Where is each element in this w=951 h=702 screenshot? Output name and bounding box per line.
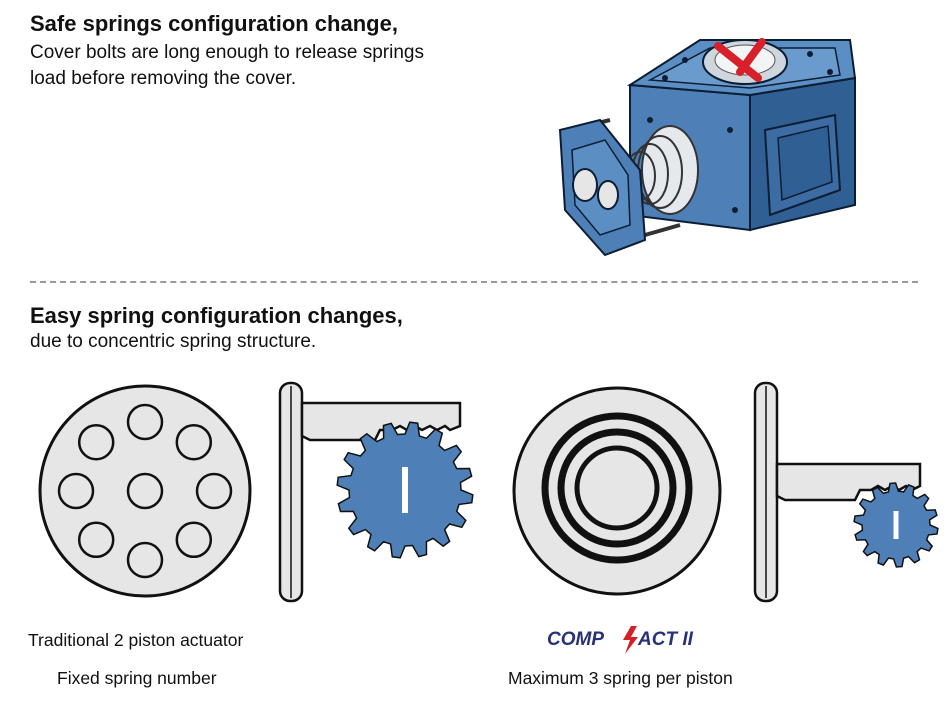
compact-ii-logo: COMP ACT II (547, 626, 694, 654)
gear-slot (893, 511, 899, 539)
spring-inner (574, 445, 660, 531)
logo-text-1: COMP (547, 629, 604, 650)
spring-middle (557, 428, 677, 548)
spring-group (57, 403, 233, 579)
spring-4 (195, 472, 233, 510)
spring-6 (126, 541, 164, 579)
traditional-rack-pinion (278, 381, 474, 603)
spring-3 (175, 423, 213, 461)
section2-line1: due to concentric spring structure. (30, 331, 317, 352)
spring-7 (77, 521, 115, 559)
traditional-piston-face (38, 384, 252, 598)
gear-slot (402, 467, 408, 513)
fixed-spring-caption: Fixed spring number (57, 668, 217, 688)
actuator-illustration (558, 38, 857, 257)
indicator-arm-1 (714, 42, 762, 82)
section1-line1: Cover bolts are long enough to release s… (30, 42, 424, 63)
pinion-gear (336, 421, 474, 559)
rack (775, 462, 922, 502)
lightning-bolt-icon (623, 626, 638, 654)
logo-text-2: ACT II (637, 629, 694, 650)
compact-piston-face (512, 386, 722, 596)
pinion-gear (853, 482, 939, 568)
section2-title: Easy spring configuration changes, (30, 303, 403, 328)
spring-9 (77, 423, 115, 461)
section1-title: Safe springs configuration change, (30, 11, 398, 36)
max-spring-caption: Maximum 3 spring per piston (508, 668, 733, 688)
traditional-caption: Traditional 2 piston actuator (28, 630, 244, 650)
section-divider (30, 281, 918, 283)
section1-line2: load before removing the cover. (30, 68, 297, 89)
indicator-arm-2 (736, 38, 766, 76)
spring-2 (126, 403, 164, 441)
spring-outer (541, 412, 693, 564)
spring-8 (57, 472, 95, 510)
spring-5 (175, 521, 213, 559)
spring-1 (126, 472, 164, 510)
compact-rack-pinion (753, 381, 939, 603)
